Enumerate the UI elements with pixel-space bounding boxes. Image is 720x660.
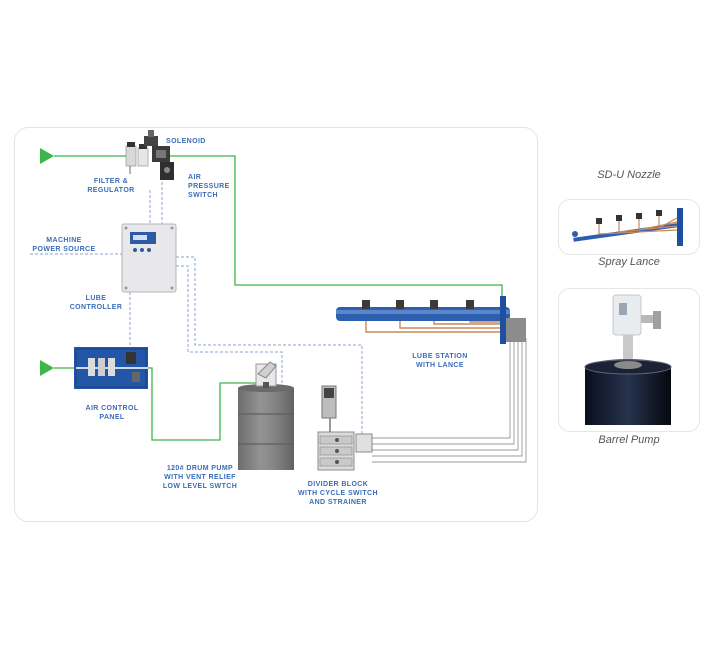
spray-lance-image (572, 208, 683, 246)
label-lube-controller: LUBE CONTROLLER (69, 295, 123, 311)
nozzle-title: SD-U Nozzle (597, 169, 661, 181)
air-inlet-arrows (40, 148, 54, 376)
lube-controller (121, 223, 177, 293)
barrel-pump-image (584, 294, 672, 425)
divider-block (317, 385, 373, 471)
label-air-control-panel: AIR CONTROL PANEL (85, 405, 139, 421)
air-inlet-arrow-top (40, 148, 54, 164)
lube-lines (370, 322, 527, 463)
label-lube-station: LUBE STATION WITH LANCE (412, 353, 468, 369)
air-control-panel (74, 347, 148, 389)
drum-pump (238, 361, 294, 470)
label-drum-pump: 120# DRUM PUMP WITH VENT RELIEF LOW LEVE… (162, 465, 238, 490)
spray-lance-caption: Spray Lance (598, 256, 660, 268)
barrel-pump-card (558, 288, 700, 432)
electrical-lines (30, 182, 363, 438)
air-pressure-switch (160, 162, 174, 180)
filter-regulator (125, 142, 149, 174)
barrel-pump-caption: Barrel Pump (598, 434, 660, 446)
label-solenoid: SOLENOID (166, 138, 206, 145)
label-divider-block: DIVIDER BLOCK WITH CYCLE SWITCH AND STRA… (298, 481, 378, 506)
lube-station (336, 296, 526, 344)
spray-lance-card (558, 199, 700, 255)
label-machine-power-source: MACHINE POWER SOURCE (32, 237, 96, 253)
air-inlet-arrow-bottom (40, 360, 54, 376)
label-air-pressure-switch: AIR PRESSURE SWITCH (188, 174, 230, 199)
label-filter-regulator: FILTER & REGULATOR (87, 178, 135, 194)
solenoid-valve (144, 130, 170, 162)
